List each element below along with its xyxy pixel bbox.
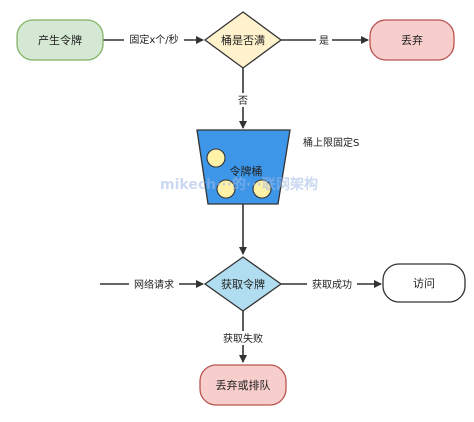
node-discard-or-queue: 丢弃或排队: [199, 364, 287, 406]
annotation-bucket-limit: 桶上限固定S: [303, 136, 359, 149]
node-get-token: 获取令牌: [203, 256, 283, 312]
edge-label-no: 否: [238, 95, 248, 107]
node-label-get-token: 获取令牌: [221, 277, 265, 291]
token-ball-3: [252, 179, 272, 199]
edge-label-get-success: 获取成功: [312, 279, 352, 291]
edges: 固定x个/秒 是 否 网络请求 获取成功 获取失败: [100, 32, 382, 363]
edge-label-get-fail: 获取失败: [223, 332, 263, 345]
node-label-bucket: 令牌桶: [230, 164, 263, 178]
edge-label-network-request: 网络请求: [134, 278, 174, 291]
node-label-bucket-full: 桶是否满: [221, 33, 265, 47]
token-ball-1: [206, 148, 226, 168]
node-bucket-full-check: 桶是否满: [203, 11, 283, 69]
edge-label-rate: 固定x个/秒: [129, 33, 178, 46]
node-discard: 丢弃: [369, 19, 455, 61]
node-token-bucket: 令牌桶: [196, 129, 291, 205]
node-label-visit: 访问: [413, 277, 435, 290]
node-label-discard: 丢弃: [401, 33, 423, 47]
node-label-produce: 产生令牌: [38, 33, 82, 47]
node-produce-token: 产生令牌: [16, 19, 104, 61]
token-ball-2: [216, 179, 236, 199]
node-label-discard-queue: 丢弃或排队: [216, 378, 271, 392]
edge-label-yes: 是: [319, 35, 329, 47]
watermark-text: mikech···的···联网架构: [160, 176, 318, 193]
node-visit: 访问: [382, 263, 466, 303]
